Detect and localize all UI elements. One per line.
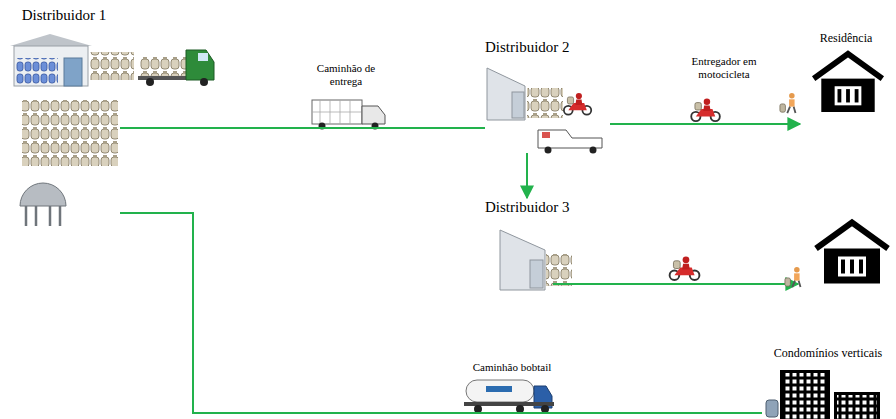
illustration-part (500, 230, 545, 290)
motorcycle-courier (670, 256, 700, 280)
delivery-truck (312, 100, 385, 130)
illustration-part (186, 50, 214, 80)
illustration-part (590, 147, 597, 154)
illustration-part (474, 405, 482, 413)
delivery-person (785, 267, 801, 287)
illustration-part (26, 206, 60, 226)
delivery-person (780, 93, 796, 113)
distributor-3-art (500, 230, 572, 290)
illustration-part (486, 386, 512, 392)
illustration-part (546, 254, 572, 286)
illustration-part (198, 53, 208, 61)
delivery-line (553, 283, 798, 285)
illustration-part (140, 56, 186, 76)
node-area: Distribuidor 2 (485, 38, 610, 153)
illustration-part (200, 78, 208, 86)
illustration-part (837, 395, 877, 419)
illustration-part (527, 88, 563, 118)
illustration-part (312, 100, 362, 124)
illustration-part (22, 100, 118, 166)
illustration-part (516, 405, 524, 413)
illustration-part (466, 380, 534, 402)
node-title: Distribuidor 2 (485, 38, 570, 56)
illustration-part (312, 100, 362, 124)
illustration-part (564, 93, 591, 115)
illustration-part (10, 34, 92, 46)
illustration-part (512, 92, 524, 118)
illustration-part (530, 260, 543, 288)
node-area: Residência (800, 28, 892, 128)
illustration-part (20, 183, 66, 206)
illustration-part (541, 405, 549, 413)
flow-arrow (120, 213, 762, 413)
illustration-part (138, 76, 188, 80)
node-area: Distribuidor 1 (8, 6, 120, 228)
node-title: Distribuidor 3 (485, 198, 570, 216)
node-title: Residência (820, 31, 873, 45)
edge-label: Caminhão de entrega (304, 62, 388, 88)
node-area: Condomínios verticais (762, 343, 894, 417)
flow-arrow (526, 153, 528, 198)
condominium-buildings (766, 370, 880, 419)
illustration-part (14, 46, 88, 86)
illustration-part (64, 58, 82, 86)
illustration-part (542, 132, 550, 138)
illustration-part (487, 68, 525, 120)
flow-arrow (120, 127, 485, 129)
node-area: Distribuidor 3 (485, 198, 610, 293)
illustration-part (362, 106, 385, 124)
node-title: Condomínios verticais (774, 346, 882, 360)
edge-label: Caminhão bobtail (450, 361, 574, 374)
house-icon (814, 54, 883, 112)
house-icon (816, 223, 888, 284)
illustration-part (90, 52, 134, 80)
node-title: Distribuidor 1 (22, 6, 107, 24)
illustration-part (146, 78, 154, 86)
flow-arrow (610, 123, 800, 125)
illustration-part (783, 373, 827, 419)
illustration-part (780, 370, 830, 419)
motorcycle-courier (691, 98, 720, 121)
illustration-part (834, 392, 880, 419)
distributor-1-art (10, 34, 214, 226)
illustration-part (545, 147, 552, 154)
bobtail-truck (464, 380, 554, 413)
edge-label: Entregador em motocicleta (680, 55, 768, 81)
distributor-2-art (487, 68, 602, 154)
illustration-part (16, 58, 58, 84)
illustration-part (538, 130, 602, 148)
illustration-part (766, 400, 778, 417)
